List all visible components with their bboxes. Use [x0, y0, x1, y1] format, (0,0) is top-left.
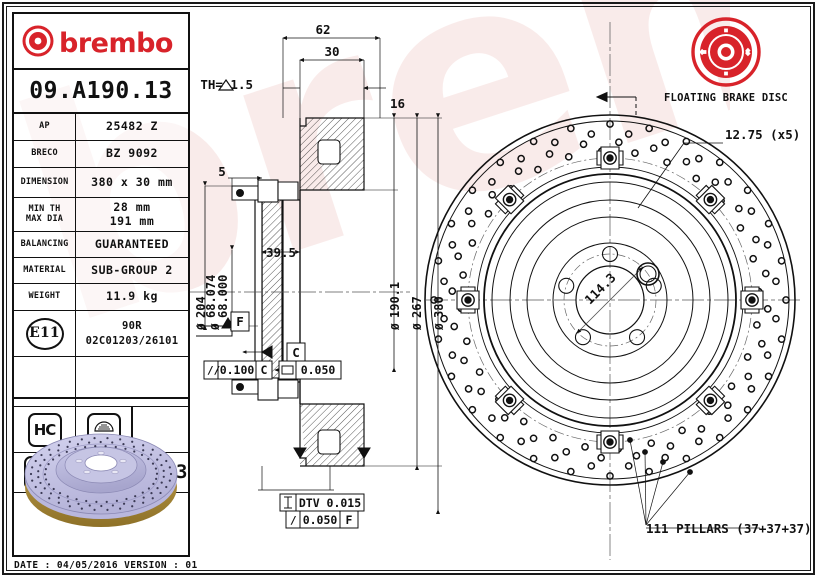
part-number-main: 09.A190.13 [14, 70, 188, 114]
spec-row-breco: BRECO BZ 9092 [14, 141, 188, 168]
spec-label-dimension: DIMENSION [14, 168, 76, 197]
spec-row-blank [14, 357, 188, 407]
icon-empty-cell [132, 407, 188, 452]
hc-cell: HC [14, 407, 76, 452]
spec-value-dimension: 380 x 30 mm [91, 174, 173, 189]
sheet-border-inner [6, 6, 811, 571]
specification-table: brembo 09.A190.13 AP 25482 Z BRECO BZ 90… [12, 12, 190, 557]
spec-value-breco: BZ 9092 [106, 146, 158, 161]
spec-label-min-th: MIN TH MAX DIA [14, 198, 76, 231]
disc-render-image [24, 433, 178, 527]
floating-brake-disc-badge: FLOATING BRAKE DISC [646, 16, 806, 108]
spec-label-material: MATERIAL [14, 258, 76, 283]
e11-badge: E11 [25, 317, 64, 350]
spec-value-weight: 11.9 kg [106, 289, 158, 304]
spec-row-balancing: BALANCING GUARANTEED [14, 232, 188, 258]
e11-cell: E11 [14, 311, 76, 356]
spec-label-weight: WEIGHT [14, 284, 76, 310]
spec-label-max-dia-line2: MAX DIA [25, 213, 64, 224]
spec-row-weight: WEIGHT 11.9 kg [14, 284, 188, 311]
hc-label: HC [33, 420, 57, 439]
brembo-logo-icon: brembo [22, 25, 173, 59]
floating-brake-disc-label: FLOATING BRAKE DISC [664, 92, 788, 104]
disc-3d-render [14, 397, 188, 555]
spec-value-balancing: GUARANTEED [94, 236, 170, 251]
spec-value-max-dia-line2: 191 mm [109, 213, 155, 228]
homologation-line2: 02C01203/26101 [85, 334, 179, 347]
spec-value-material: SUB-GROUP 2 [91, 262, 173, 277]
brembo-logo: brembo [14, 14, 188, 70]
spec-value-min-th-line1: 28 mm [113, 199, 151, 214]
spec-label-breco: BRECO [14, 141, 76, 167]
homologation-line1: 90R [122, 320, 142, 333]
spec-label-ap: AP [14, 114, 76, 140]
spec-label-balancing: BALANCING [14, 232, 76, 257]
hc-icon: HC [27, 412, 62, 447]
svg-text:brembo: brembo [59, 28, 173, 59]
spec-row-dimension: DIMENSION 380 x 30 mm [14, 168, 188, 198]
spec-row-material: MATERIAL SUB-GROUP 2 [14, 258, 188, 284]
spec-label-min-th-line1: MIN TH [28, 203, 61, 214]
spec-value-ap: 25482 Z [106, 119, 158, 134]
spec-row-homologation: E11 90R 02C01203/26101 [14, 311, 188, 357]
sheet-footer: DATE : 04/05/2016 VERSION : 01 [14, 560, 198, 571]
homologation-value: 90R 02C01203/26101 [76, 311, 188, 356]
spec-blank-left [14, 357, 76, 406]
floating-disc-icon [691, 17, 761, 87]
spec-row-min-thickness: MIN TH MAX DIA 28 mm 191 mm [14, 198, 188, 232]
spec-row-ap: AP 25482 Z [14, 114, 188, 141]
spec-value-min-th: 28 mm 191 mm [76, 198, 188, 231]
